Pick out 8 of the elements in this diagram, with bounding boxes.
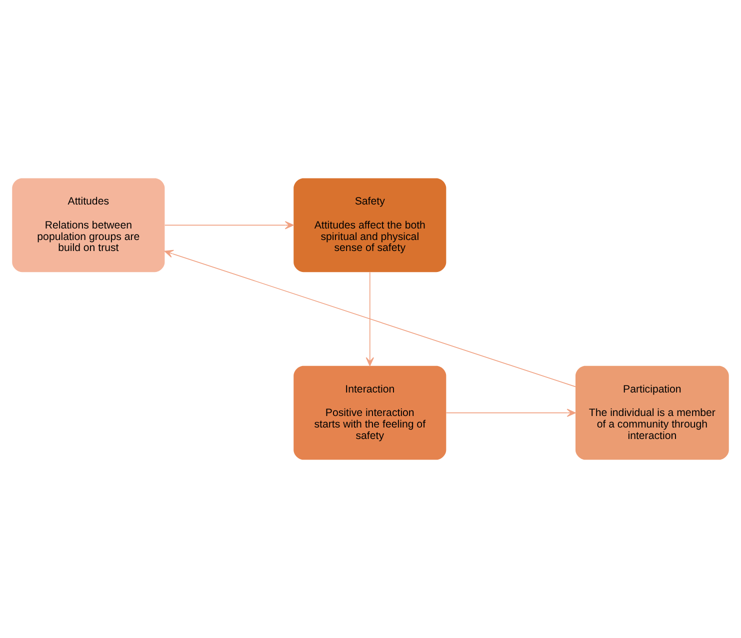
arrow [366,272,374,366]
node-box: Attitudes Relations between population groups are build on trust [12,178,165,272]
node-box: Safety Attitudes affect the both spiritual and physical sense of safety [294,178,446,272]
node-box: Participation The individual is a member of a community through interaction [575,366,729,460]
arrow [164,221,294,230]
node-box: Interaction Positive interaction starts with the feeling of safety [294,366,446,460]
arrow [164,250,576,388]
arrow [446,408,576,417]
